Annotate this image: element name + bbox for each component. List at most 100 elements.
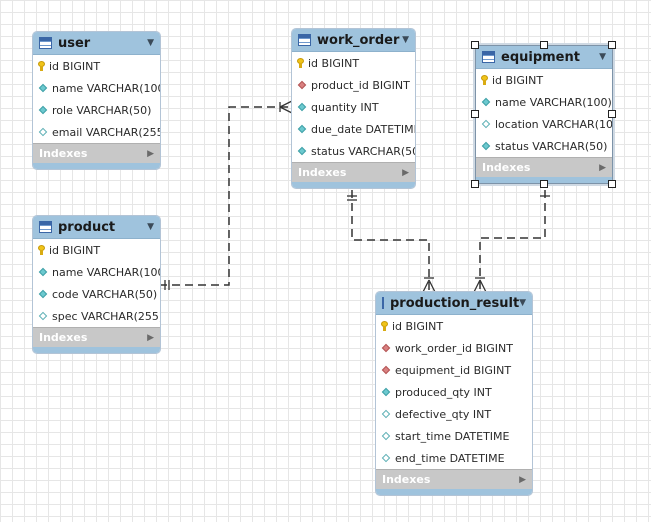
primary-key-icon xyxy=(381,321,388,331)
entity-equipment[interactable]: equipment ▼ id BIGINT name VARCHAR(100) … xyxy=(476,46,612,183)
column-row[interactable]: status VARCHAR(50) xyxy=(476,135,612,157)
column-label: id BIGINT xyxy=(392,319,444,333)
expand-arrow-icon[interactable]: ▶ xyxy=(519,474,526,485)
resize-handle-top-right[interactable] xyxy=(608,41,616,49)
column-label: location VARCHAR(100) xyxy=(495,117,612,131)
entity-header[interactable]: production_result ▼ xyxy=(376,292,532,315)
not-null-column-icon xyxy=(481,141,491,151)
resize-handle-top-middle[interactable] xyxy=(540,41,548,49)
column-label: id BIGINT xyxy=(49,59,101,73)
link-work-order-production-result[interactable] xyxy=(351,190,430,292)
column-label: produced_qty INT xyxy=(395,385,492,399)
table-icon xyxy=(39,37,52,49)
crowfoot xyxy=(473,279,487,293)
entity-production-result[interactable]: production_result ▼ id BIGINT work_order… xyxy=(376,292,532,495)
indexes-section[interactable]: Indexes ▶ xyxy=(33,327,160,347)
column-row[interactable]: product_id BIGINT xyxy=(292,74,415,96)
column-label: id BIGINT xyxy=(492,73,544,87)
column-row[interactable]: work_order_id BIGINT xyxy=(376,337,532,359)
resize-handle-middle-left[interactable] xyxy=(471,110,479,118)
indexes-section[interactable]: Indexes ▶ xyxy=(376,469,532,489)
column-label: status VARCHAR(50) xyxy=(311,144,415,158)
foreign-key-column-icon xyxy=(381,343,391,353)
column-row[interactable]: id BIGINT xyxy=(33,239,160,261)
expand-arrow-icon[interactable]: ▶ xyxy=(599,162,606,173)
column-row[interactable]: due_date DATETIME xyxy=(292,118,415,140)
entity-title: production_result xyxy=(390,295,520,311)
column-row[interactable]: location VARCHAR(100) xyxy=(476,113,612,135)
resize-handle-bottom-middle[interactable] xyxy=(540,180,548,188)
crowfoot xyxy=(279,100,293,114)
column-row[interactable]: spec VARCHAR(255) xyxy=(33,305,160,327)
not-null-column-icon xyxy=(297,102,307,112)
indexes-section[interactable]: Indexes ▶ xyxy=(476,157,612,177)
column-label: name VARCHAR(100) xyxy=(52,81,160,95)
crowfoot xyxy=(422,279,436,293)
indexes-label: Indexes xyxy=(382,473,431,486)
resize-handle-bottom-left[interactable] xyxy=(471,180,479,188)
column-label: code VARCHAR(50) xyxy=(52,287,158,301)
column-row[interactable]: id BIGINT xyxy=(376,315,532,337)
resize-handle-bottom-right[interactable] xyxy=(608,180,616,188)
entity-product[interactable]: product ▼ id BIGINT name VARCHAR(100) co… xyxy=(33,216,160,353)
column-row[interactable]: defective_qty INT xyxy=(376,403,532,425)
nullable-column-icon xyxy=(381,431,391,441)
entity-bottom-strip xyxy=(33,347,160,353)
indexes-section[interactable]: Indexes ▶ xyxy=(33,143,160,163)
indexes-section[interactable]: Indexes ▶ xyxy=(292,162,415,182)
column-row[interactable]: equipment_id BIGINT xyxy=(376,359,532,381)
column-row[interactable]: name VARCHAR(100) xyxy=(476,91,612,113)
column-row[interactable]: produced_qty INT xyxy=(376,381,532,403)
column-row[interactable]: code VARCHAR(50) xyxy=(33,283,160,305)
column-label: product_id BIGINT xyxy=(311,78,410,92)
entity-title: user xyxy=(58,35,91,51)
column-row[interactable]: status VARCHAR(50) xyxy=(292,140,415,162)
column-row[interactable]: name VARCHAR(100) xyxy=(33,261,160,283)
column-row[interactable]: role VARCHAR(50) xyxy=(33,99,160,121)
link-equipment-production-result[interactable] xyxy=(479,190,546,292)
table-icon xyxy=(39,221,52,233)
expand-arrow-icon[interactable]: ▶ xyxy=(147,148,154,159)
entity-header[interactable]: product ▼ xyxy=(33,216,160,239)
entity-header[interactable]: equipment ▼ xyxy=(476,46,612,69)
column-row[interactable]: quantity INT xyxy=(292,96,415,118)
collapse-chevron-icon[interactable]: ▼ xyxy=(519,298,527,308)
expand-arrow-icon[interactable]: ▶ xyxy=(402,167,409,178)
nullable-column-icon xyxy=(381,409,391,419)
indexes-label: Indexes xyxy=(298,166,347,179)
column-label: id BIGINT xyxy=(49,243,101,257)
entity-header[interactable]: user ▼ xyxy=(33,32,160,55)
primary-key-icon xyxy=(38,245,45,255)
collapse-chevron-icon[interactable]: ▼ xyxy=(147,38,154,48)
entity-header[interactable]: work_order ▼ xyxy=(292,29,415,52)
not-null-column-icon xyxy=(38,105,48,115)
column-row[interactable]: id BIGINT xyxy=(33,55,160,77)
column-row[interactable]: email VARCHAR(255) xyxy=(33,121,160,143)
collapse-chevron-icon[interactable]: ▼ xyxy=(147,222,154,232)
column-row[interactable]: end_time DATETIME xyxy=(376,447,532,469)
expand-arrow-icon[interactable]: ▶ xyxy=(147,332,154,343)
not-null-column-icon xyxy=(38,267,48,277)
column-row[interactable]: id BIGINT xyxy=(476,69,612,91)
entity-work-order[interactable]: work_order ▼ id BIGINT product_id BIGINT… xyxy=(292,29,415,188)
resize-handle-middle-right[interactable] xyxy=(608,110,616,118)
column-row[interactable]: id BIGINT xyxy=(292,52,415,74)
table-icon xyxy=(298,34,311,46)
link-product-work-order[interactable] xyxy=(159,106,292,286)
column-label: name VARCHAR(100) xyxy=(495,95,612,109)
not-null-column-icon xyxy=(297,124,307,134)
entity-user[interactable]: user ▼ id BIGINT name VARCHAR(100) role … xyxy=(33,32,160,169)
nullable-column-icon xyxy=(481,119,491,129)
column-row[interactable]: start_time DATETIME xyxy=(376,425,532,447)
column-list: id BIGINT product_id BIGINT quantity INT… xyxy=(292,52,415,162)
primary-key-icon xyxy=(38,61,45,71)
collapse-chevron-icon[interactable]: ▼ xyxy=(599,52,606,62)
column-row[interactable]: name VARCHAR(100) xyxy=(33,77,160,99)
column-label: defective_qty INT xyxy=(395,407,492,421)
resize-handle-top-left[interactable] xyxy=(471,41,479,49)
column-label: due_date DATETIME xyxy=(311,122,415,136)
column-label: work_order_id BIGINT xyxy=(395,341,513,355)
indexes-label: Indexes xyxy=(482,161,531,174)
collapse-chevron-icon[interactable]: ▼ xyxy=(402,35,409,45)
